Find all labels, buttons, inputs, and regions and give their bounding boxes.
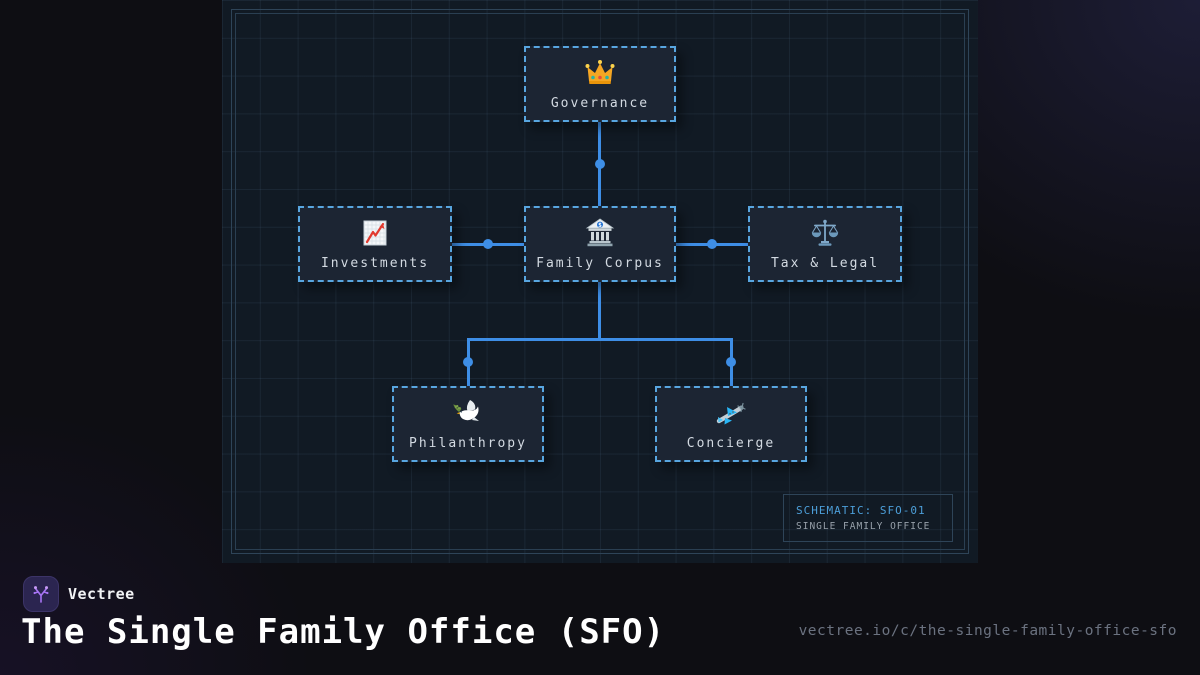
edge-dot (707, 239, 717, 249)
node-tax-legal[interactable]: Tax & Legal (748, 206, 902, 282)
page-title: The Single Family Office (SFO) (21, 612, 666, 652)
node-label: Governance (550, 96, 650, 111)
vectree-logo-icon (33, 586, 49, 603)
node-label: Family Corpus (536, 256, 664, 271)
node-concierge[interactable]: Concierge (655, 386, 807, 462)
svg-text:$: $ (598, 222, 602, 229)
schematic-subtitle: SINGLE FAMILY OFFICE (796, 521, 931, 532)
node-label: Concierge (686, 436, 776, 451)
edge-family-corpus-stem (598, 282, 601, 340)
dove-icon (453, 400, 479, 421)
edge-dot (595, 159, 605, 169)
schematic-code: SCHEMATIC: SFO-01 (796, 504, 926, 517)
node-governance[interactable]: Governance (524, 46, 676, 122)
vectree-logo[interactable] (23, 576, 59, 612)
node-label: Tax & Legal (770, 256, 880, 271)
node-family-corpus[interactable]: $ Family Corpus (524, 206, 676, 282)
crown-icon (585, 60, 615, 84)
balance-scale-icon (811, 219, 839, 246)
node-label: Philanthropy (409, 436, 527, 451)
page-url: vectree.io/c/the-single-family-office-sf… (798, 623, 1177, 639)
blueprint-panel: Governance Investments $ Family Corpus (222, 0, 978, 563)
edge-dot (483, 239, 493, 249)
edge-dot (463, 357, 473, 367)
node-philanthropy[interactable]: Philanthropy (392, 386, 544, 462)
node-label: Investments (320, 256, 430, 271)
brand-name: Vectree (68, 585, 135, 603)
schematic-legend: SCHEMATIC: SFO-01 SINGLE FAMILY OFFICE (783, 494, 953, 542)
small-airplane-icon (716, 402, 746, 425)
chart-increasing-icon (363, 220, 387, 246)
bank-icon: $ (585, 218, 615, 247)
node-investments[interactable]: Investments (298, 206, 452, 282)
edge-branch-horizontal (467, 338, 733, 341)
edge-dot (726, 357, 736, 367)
